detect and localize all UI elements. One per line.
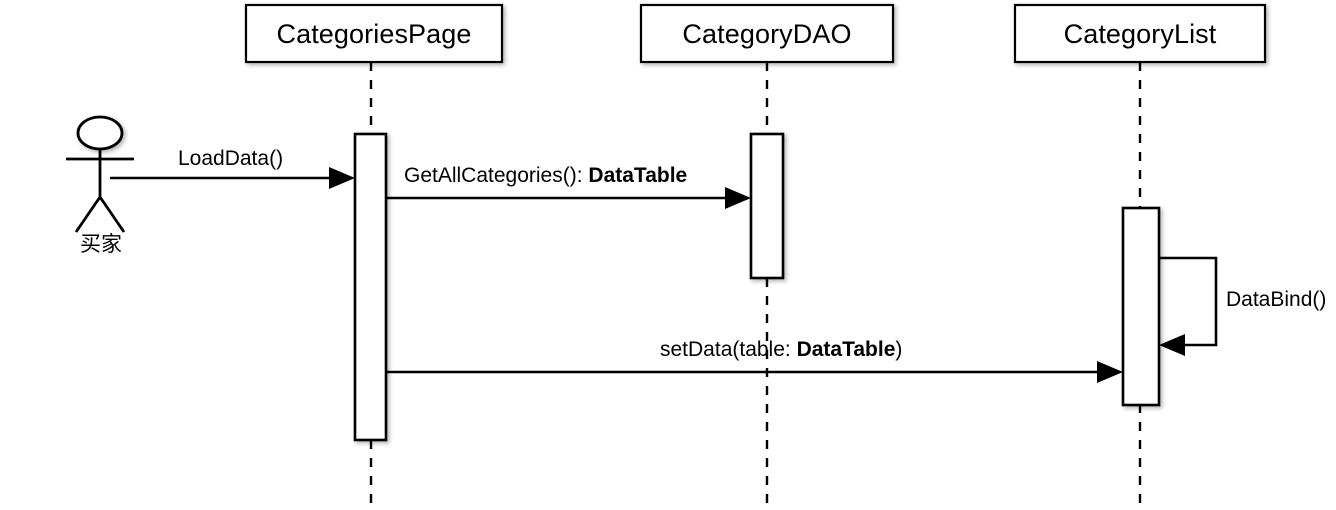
participant-box-category-list[interactable] [1013, 3, 1267, 64]
arrow-head-set-data [1097, 361, 1123, 383]
buyer-actor[interactable]: 买家 [66, 115, 134, 256]
actor-leg-left-icon [74, 196, 102, 233]
participant-box-category-dao[interactable] [639, 3, 895, 64]
arrow-head-get-all-categories [725, 187, 751, 209]
message-label-data-bind: DataBind() [1226, 288, 1326, 311]
actor-head-icon [76, 115, 124, 151]
activation-bar-category-list[interactable] [1121, 206, 1161, 407]
message-get-all-categories[interactable]: GetAllCategories(): DataTable [386, 164, 751, 209]
activation-bar-categories-page[interactable] [353, 132, 388, 442]
participant-label-category-list: CategoryList [1064, 19, 1217, 49]
message-data-bind[interactable]: DataBind() [1159, 256, 1326, 356]
activation-bar-category-dao[interactable] [749, 132, 785, 280]
participant-category-list[interactable]: CategoryList [1013, 3, 1267, 64]
activation-bars [353, 132, 1161, 442]
message-label-load-data: LoadData() [178, 147, 283, 170]
participant-categories-page[interactable]: CategoriesPage [244, 3, 504, 64]
arrow-head-load-data [329, 167, 355, 189]
participant-label-categories-page: CategoriesPage [276, 19, 471, 49]
participant-box-categories-page[interactable] [244, 3, 504, 64]
participant-category-dao[interactable]: CategoryDAO [639, 3, 895, 64]
message-label-get-all-categories: GetAllCategories(): DataTable [404, 164, 687, 187]
participant-label-category-dao: CategoryDAO [682, 19, 851, 49]
message-set-data[interactable]: setData(table: DataTable) [386, 338, 1123, 383]
actor-leg-right-icon [98, 196, 126, 233]
lifeline-lines [369, 62, 1142, 510]
actor-label-buyer: 买家 [80, 233, 122, 256]
message-label-set-data: setData(table: DataTable) [660, 338, 902, 361]
message-line-data-bind [1159, 256, 1218, 347]
message-load-data[interactable]: LoadData() [110, 147, 355, 189]
arrow-head-data-bind [1159, 334, 1185, 356]
